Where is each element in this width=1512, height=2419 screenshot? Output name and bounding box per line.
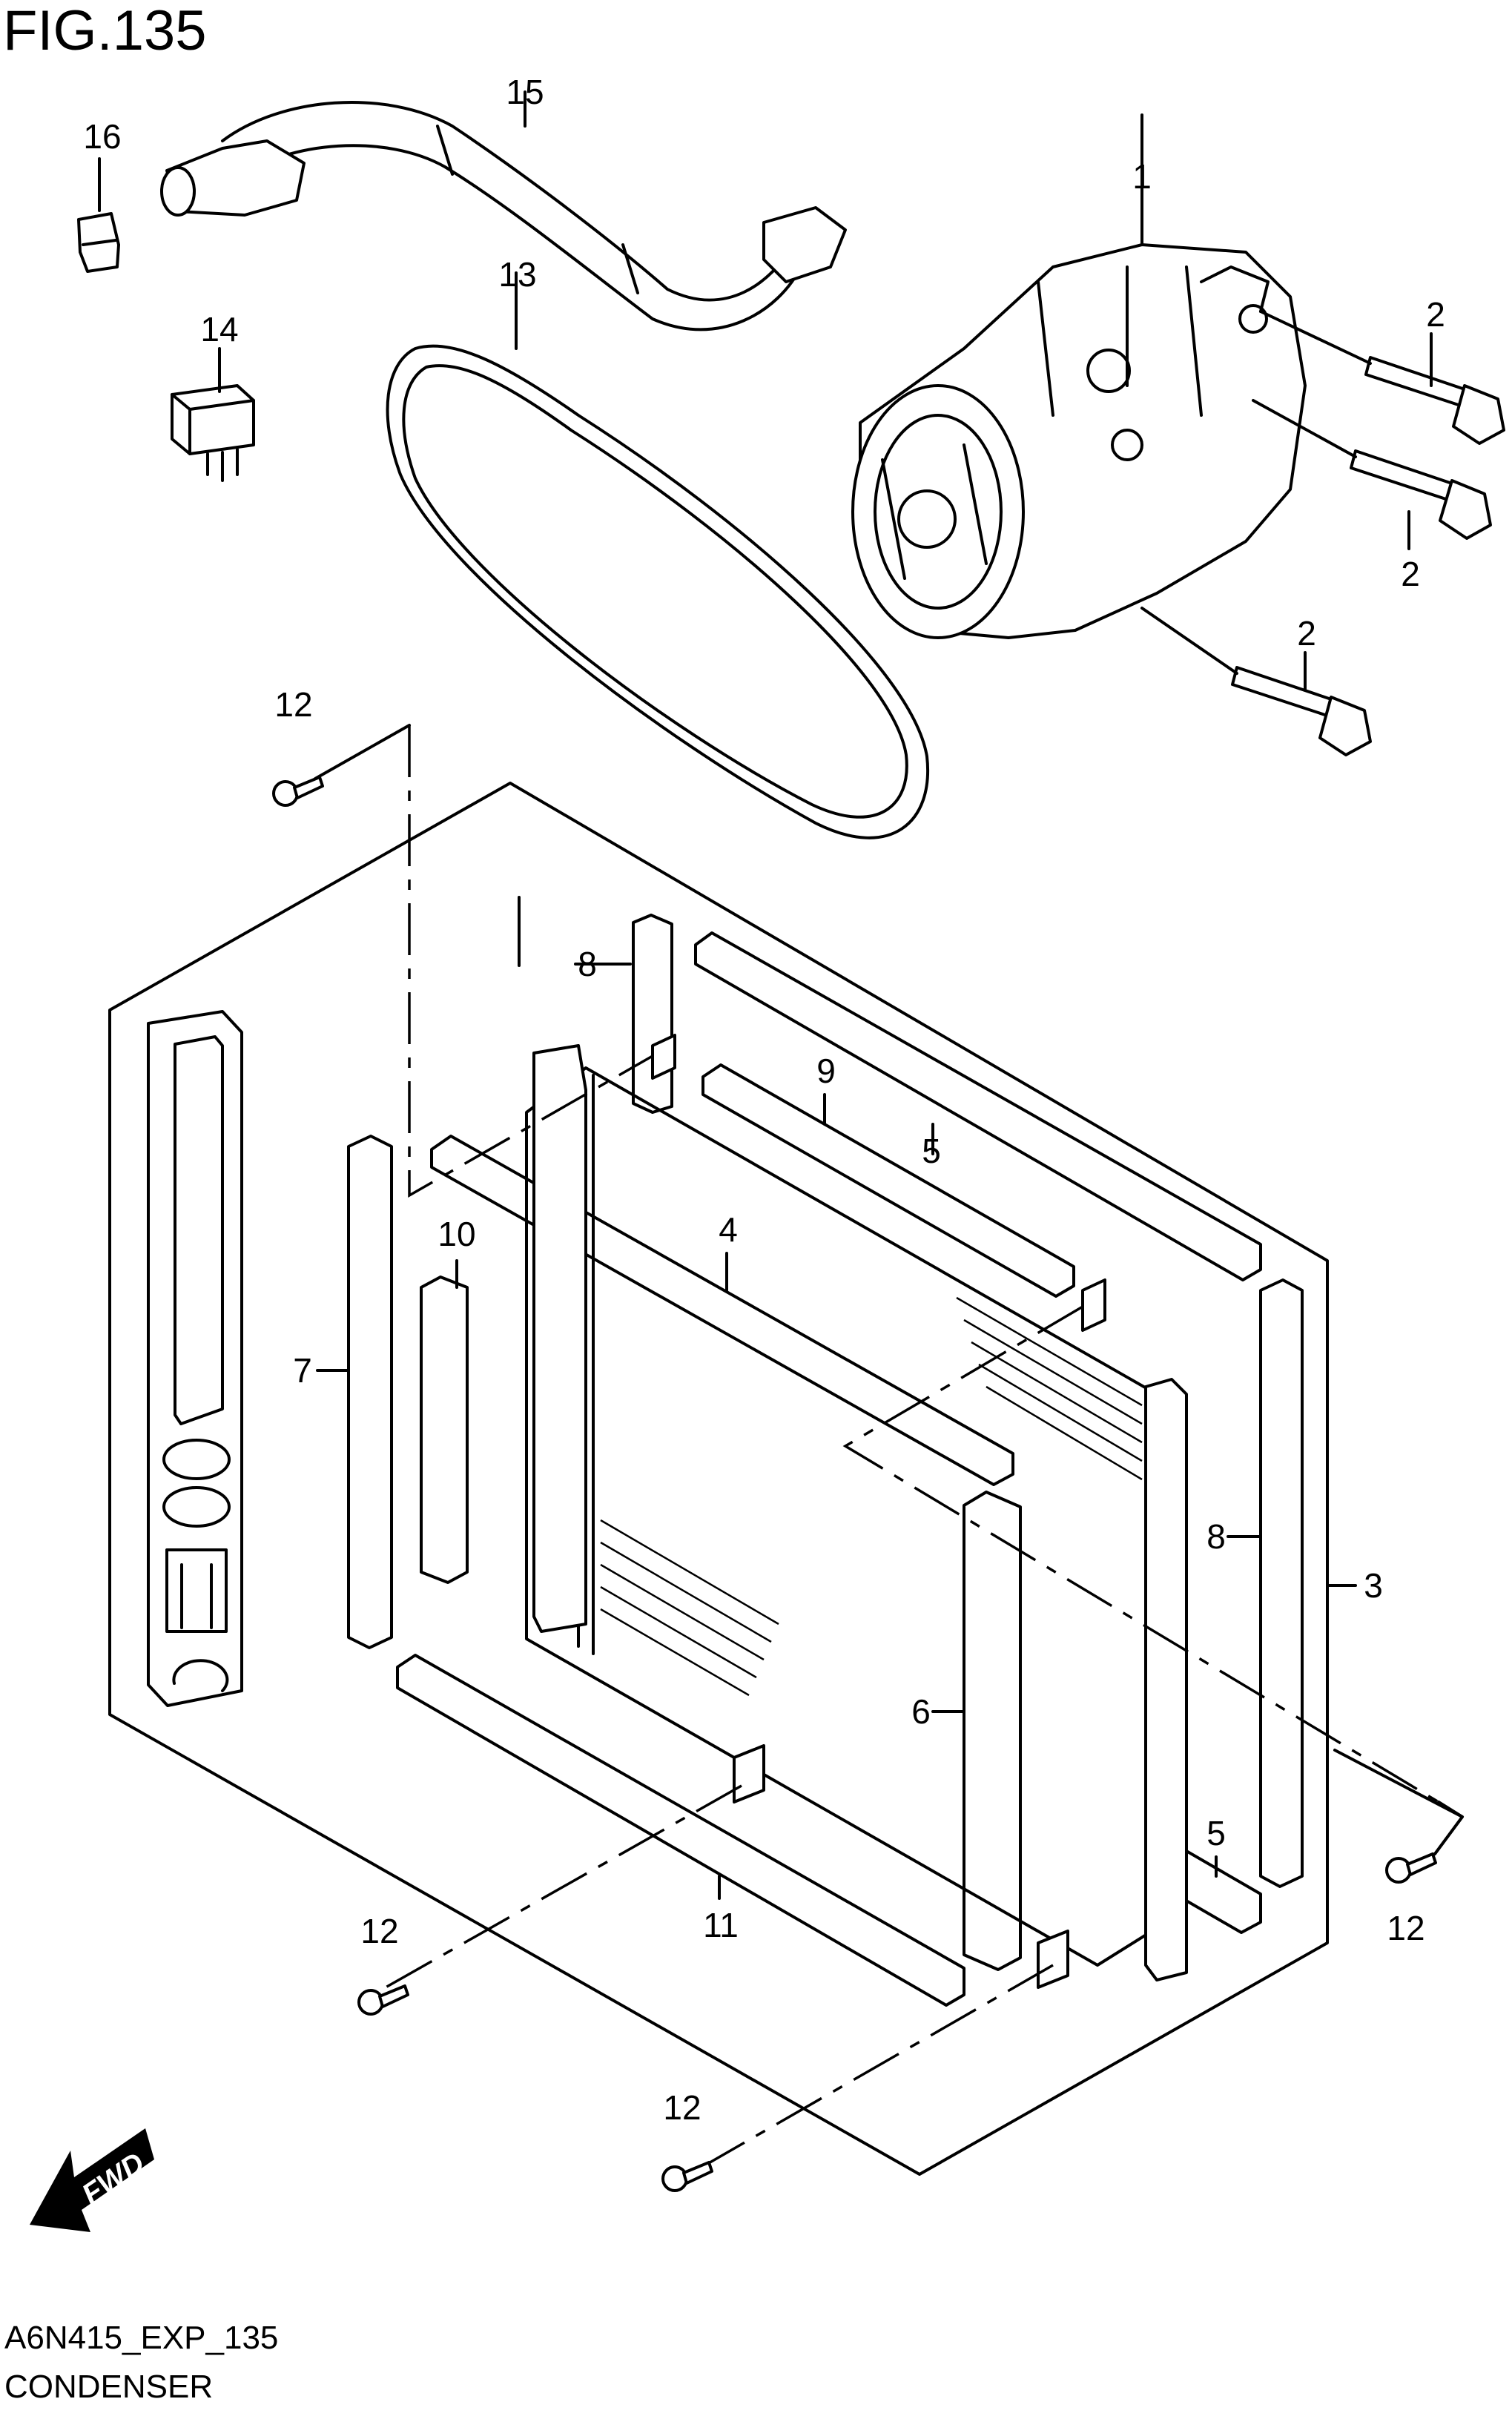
part-14-relay — [171, 384, 255, 482]
part-9-seal — [701, 1063, 1075, 1298]
part-8-seal-right — [1259, 1278, 1304, 1888]
callout-2c: 2 — [1297, 614, 1316, 653]
callout-8b: 8 — [1206, 1517, 1226, 1556]
callout-10: 10 — [438, 1215, 475, 1253]
part-1-compressor — [851, 243, 1307, 639]
leader-lines — [98, 90, 1464, 2171]
receiver-dryer-kit — [147, 1010, 243, 1707]
part-6-seal — [963, 1491, 1022, 1971]
callout-12d: 12 — [663, 2088, 701, 2127]
callout-4: 4 — [719, 1210, 738, 1249]
callout-8a: 8 — [578, 945, 597, 983]
callout-16: 16 — [83, 117, 121, 156]
callout-numbers: 1 2 2 2 3 4 5 5 6 7 8 8 9 10 11 12 12 12… — [83, 73, 1445, 2127]
callout-13: 13 — [498, 255, 536, 294]
callout-1: 1 — [1132, 157, 1152, 196]
callout-12a: 12 — [274, 685, 312, 724]
figure-code: A6N415_EXP_135 — [4, 2320, 279, 2356]
part-7-seal — [347, 1135, 393, 1649]
callout-5a: 5 — [922, 1132, 941, 1170]
part-8-seal-top — [632, 914, 673, 1114]
part-11-seal — [396, 1654, 965, 2007]
callout-15: 15 — [506, 73, 544, 111]
callout-2b: 2 — [1401, 555, 1420, 593]
part-10-seal — [420, 1275, 469, 1584]
callout-11: 11 — [703, 1906, 739, 1944]
callout-5b: 5 — [1206, 1814, 1226, 1852]
fwd-arrow-icon: FWD — [30, 2128, 154, 2232]
part-12-bolts — [272, 776, 1437, 2192]
callout-7: 7 — [293, 1351, 312, 1390]
callout-9: 9 — [816, 1052, 836, 1090]
part-16-clip — [77, 212, 120, 273]
part-15-hose — [160, 101, 847, 331]
callout-14: 14 — [200, 310, 238, 349]
part-3-frame — [108, 782, 1329, 2176]
callout-6: 6 — [911, 1692, 931, 1731]
callout-2a: 2 — [1426, 295, 1445, 334]
callout-3: 3 — [1364, 1566, 1383, 1605]
callout-12c: 12 — [360, 1912, 398, 1950]
part-13-belt — [386, 344, 930, 839]
figure-title: FIG.135 — [3, 0, 207, 62]
part-2-bolts — [1140, 310, 1505, 756]
callout-12b: 12 — [1387, 1909, 1424, 1947]
figure-caption: CONDENSER — [4, 2369, 214, 2405]
part-5-seal-top — [694, 931, 1262, 1281]
